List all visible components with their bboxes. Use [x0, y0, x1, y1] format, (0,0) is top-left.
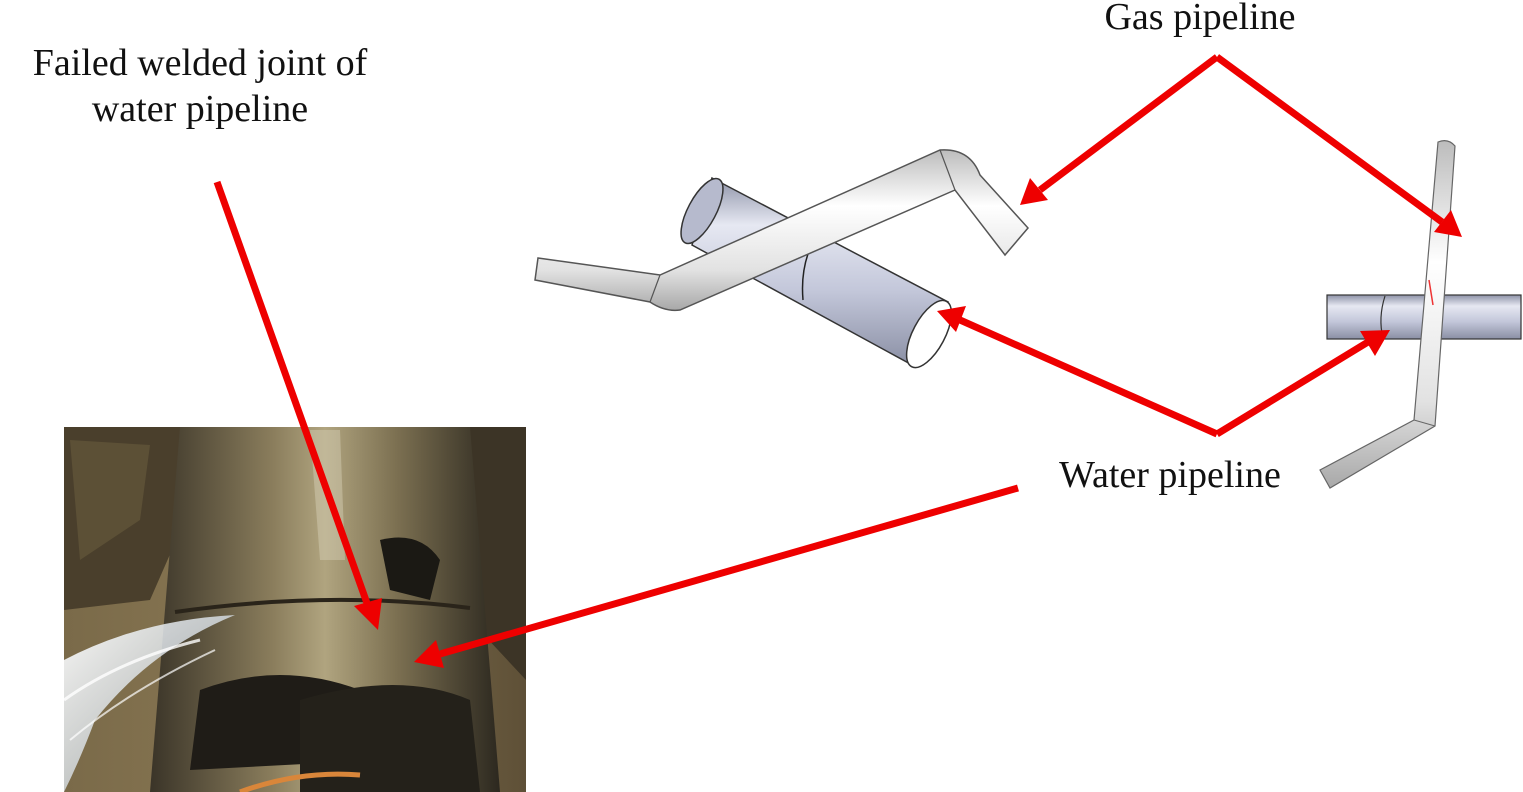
arrows-gas-pipeline	[1020, 54, 1462, 237]
water-pipeline-model-left	[680, 176, 953, 369]
arrow-head	[354, 598, 382, 630]
arrow-head	[1360, 330, 1390, 356]
gas-pipeline-model-right	[1319, 140, 1456, 489]
arrows-water-pipeline	[414, 306, 1390, 668]
arrow-head	[1434, 210, 1462, 237]
failed-joint-label-line1: Failed welded joint of	[32, 42, 368, 84]
failed-joint-label: Failed welded joint of water pipeline	[0, 40, 400, 132]
water-pipeline-label: Water pipeline	[1059, 454, 1281, 496]
arrow-head	[937, 306, 966, 332]
arrow-head	[1020, 178, 1048, 205]
gas-pipeline-label: Gas pipeline	[1104, 0, 1296, 38]
arrow-head	[414, 640, 444, 668]
failed-joint-photo	[63, 427, 526, 792]
failed-joint-label-line2: water pipeline	[91, 88, 309, 130]
arrow-failed-joint	[213, 180, 382, 630]
gas-pipeline-model-left	[534, 149, 1029, 312]
